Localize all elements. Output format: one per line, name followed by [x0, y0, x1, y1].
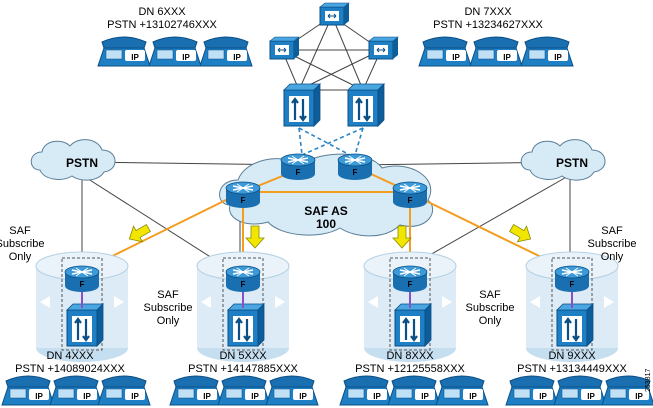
svg-text:SAF: SAF — [479, 289, 501, 301]
svg-text:Only: Only — [479, 315, 502, 327]
svg-text:F: F — [241, 280, 246, 289]
dn-7xxx: DN 7XXX — [464, 6, 512, 18]
svg-text:IP: IP — [182, 53, 190, 62]
pstn-left-label: PSTN — [66, 156, 98, 170]
saf-as-label: SAF AS — [304, 204, 348, 218]
svg-text:IP: IP — [373, 392, 381, 401]
svg-text:Subscribe: Subscribe — [588, 238, 637, 250]
pstn-cloud-right: PSTN — [520, 139, 606, 181]
mesh-node-right — [368, 36, 399, 60]
cluster-dn5 — [196, 251, 290, 363]
saf-routers: F F F F — [225, 153, 428, 209]
subscribe-labels: SAF Subscribe Only SAF Subscribe Only SA… — [0, 225, 636, 327]
top-cluster-labels: DN 6XXX PSTN +13102746XXX DN 7XXX PSTN +… — [107, 6, 543, 31]
mesh-node-left — [269, 36, 300, 60]
svg-text:IP: IP — [469, 392, 477, 401]
cluster-dn4 — [35, 251, 129, 363]
call-manager-right — [346, 82, 386, 128]
svg-text:IP: IP — [452, 53, 460, 62]
saf-as-cloud: SAF AS 100 — [219, 153, 434, 237]
phones-top-right — [418, 36, 574, 67]
cluster-dn8 — [363, 251, 457, 363]
pstn-7xxx: PSTN +13234627XXX — [433, 19, 543, 31]
svg-text:IP: IP — [203, 392, 211, 401]
svg-text:F: F — [353, 168, 358, 177]
pstn-9xxx: PSTN +13134449XXX — [517, 363, 627, 375]
dn-8xxx: DN 8XXX — [386, 350, 434, 362]
phones-top-left — [97, 36, 253, 67]
mesh-node-top — [319, 2, 350, 26]
svg-text:Subscribe: Subscribe — [0, 238, 44, 250]
svg-text:Only: Only — [157, 315, 180, 327]
svg-text:IP: IP — [251, 392, 259, 401]
dn-4xxx: DN 4XXX — [46, 350, 94, 362]
pstn-5xxx: PSTN +14147885XXX — [188, 363, 298, 375]
svg-text:F: F — [80, 280, 85, 289]
pstn-8xxx: PSTN +12125558XXX — [355, 363, 465, 375]
svg-text:Only: Only — [601, 251, 624, 263]
dn-6xxx: DN 6XXX — [138, 6, 186, 18]
svg-text:IP: IP — [503, 53, 511, 62]
svg-text:F: F — [570, 280, 575, 289]
saf-as-number: 100 — [316, 217, 336, 231]
pstn-right-label: PSTN — [556, 156, 588, 170]
svg-text:F: F — [296, 168, 301, 177]
pstn-cloud-left: PSTN — [30, 139, 116, 181]
svg-text:IP: IP — [233, 53, 241, 62]
svg-text:F: F — [408, 196, 413, 205]
svg-text:IP: IP — [587, 392, 595, 401]
dn-9xxx: DN 9XXX — [548, 350, 596, 362]
figure-id: 253817 — [645, 369, 652, 392]
bottom-cluster-labels: DN 4XXX PSTN +14089024XXX DN 5XXX PSTN +… — [15, 350, 627, 375]
svg-text:IP: IP — [539, 392, 547, 401]
svg-text:IP: IP — [635, 392, 643, 401]
call-manager-left — [282, 82, 322, 128]
svg-text:IP: IP — [131, 392, 139, 401]
pstn-4xxx: PSTN +14089024XXX — [15, 363, 125, 375]
svg-text:Subscribe: Subscribe — [466, 302, 515, 314]
svg-text:SAF: SAF — [157, 289, 179, 301]
svg-text:F: F — [241, 196, 246, 205]
svg-text:F: F — [408, 280, 413, 289]
svg-text:IP: IP — [299, 392, 307, 401]
svg-text:IP: IP — [554, 53, 562, 62]
dn-5xxx: DN 5XXX — [219, 350, 267, 362]
pstn-6xxx: PSTN +13102746XXX — [107, 19, 217, 31]
svg-text:Subscribe: Subscribe — [144, 302, 193, 314]
dashed-links — [298, 127, 364, 156]
phone-ip-labels: IP IP IP IP IP IP IP IP IP IP IP IP IP I… — [35, 53, 643, 401]
cluster-dn9 — [525, 251, 619, 363]
phones-bottom — [1, 375, 653, 406]
svg-text:IP: IP — [35, 392, 43, 401]
svg-text:IP: IP — [83, 392, 91, 401]
svg-text:SAF: SAF — [9, 225, 31, 237]
svg-text:IP: IP — [421, 392, 429, 401]
svg-text:Only: Only — [9, 251, 32, 263]
cluster-router-labels: F F F F — [80, 280, 575, 289]
svg-text:SAF: SAF — [601, 225, 623, 237]
svg-text:IP: IP — [131, 53, 139, 62]
